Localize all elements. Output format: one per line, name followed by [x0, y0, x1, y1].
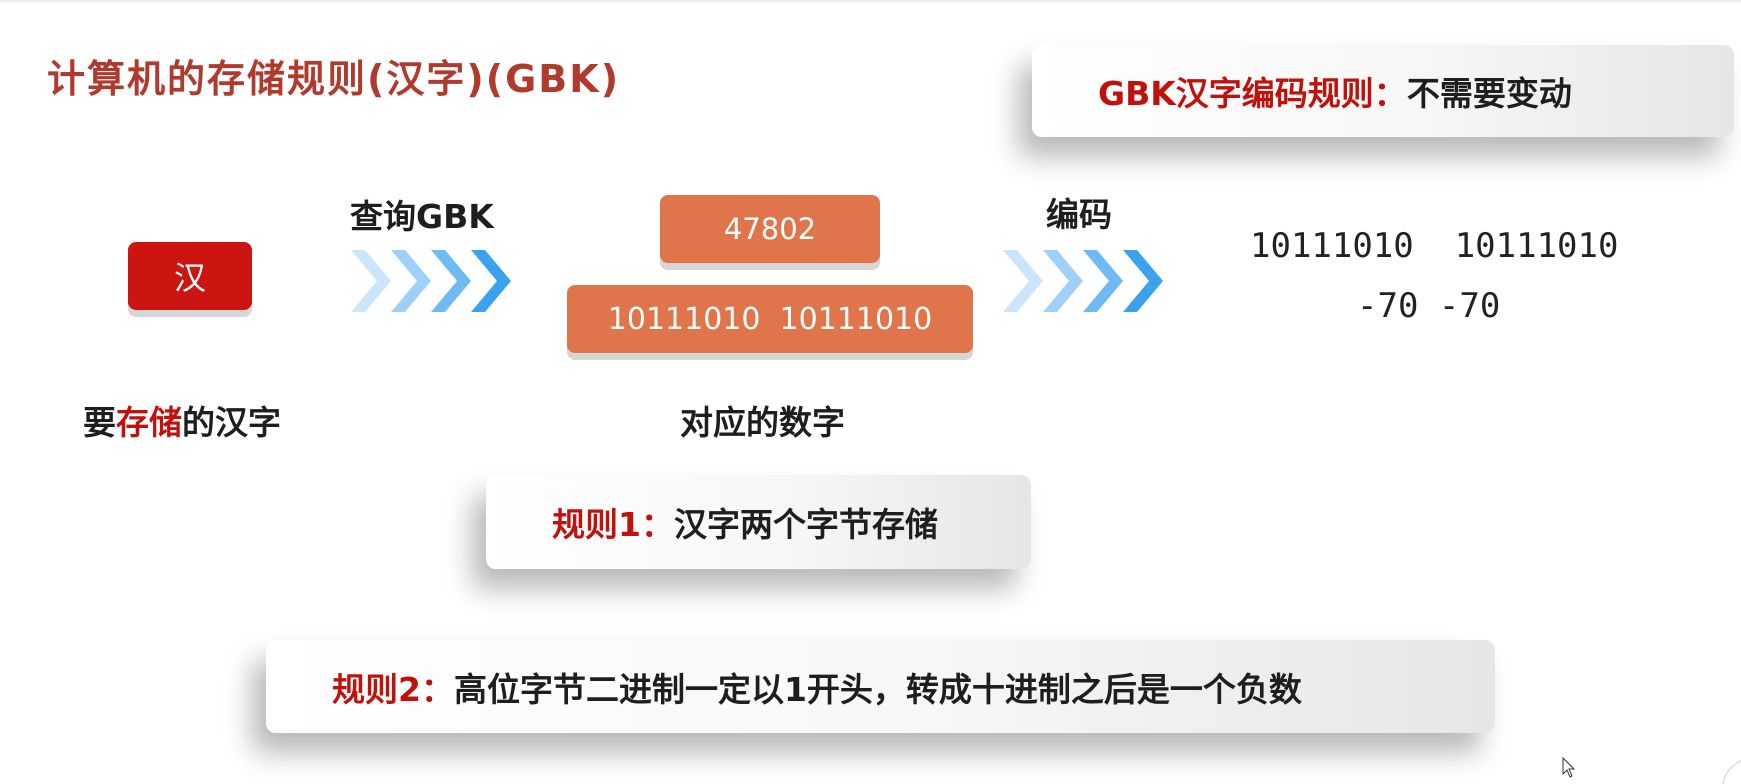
- chevrons-right-icon: [351, 250, 511, 312]
- binary-number-text: 10111010 10111010: [607, 301, 933, 337]
- rule1-key: 规则1：: [552, 505, 674, 544]
- store-suffix: 的汉字: [182, 403, 281, 442]
- top-shade: [0, 0, 1741, 4]
- store-character-label: 要存储的汉字: [83, 396, 281, 444]
- gbk-rule-card: GBK汉字编码规则： 不需要变动: [1032, 45, 1734, 137]
- character-box: 汉: [128, 242, 252, 310]
- result-binary: 10111010 10111010: [1250, 226, 1619, 266]
- slide-title: 计算机的存储规则(汉字)(GBK): [47, 57, 621, 101]
- chevrons-right-icon: [1003, 250, 1163, 312]
- store-prefix: 要: [83, 403, 116, 442]
- cursor-icon: [1562, 757, 1576, 778]
- gbk-rule-value: 不需要变动: [1406, 74, 1572, 113]
- rule2-key: 规则2：: [332, 669, 454, 709]
- rule2-value: 高位字节二进制一定以1开头，转成十进制之后是一个负数: [453, 669, 1302, 709]
- rule1-value: 汉字两个字节存储: [673, 505, 938, 544]
- decimal-number-box: 47802: [660, 195, 880, 263]
- rule1-card: 规则1： 汉字两个字节存储: [486, 475, 1031, 569]
- rule2-card: 规则2： 高位字节二进制一定以1开头，转成十进制之后是一个负数: [266, 640, 1495, 733]
- result-decimal: -70 -70: [1357, 286, 1501, 326]
- binary-number-box: 10111010 10111010: [567, 285, 973, 353]
- encode-label: 编码: [1046, 195, 1112, 234]
- store-highlight: 存储: [116, 403, 182, 442]
- query-gbk-label: 查询GBK: [350, 197, 494, 236]
- corner-decoration: [1722, 758, 1741, 784]
- corresponding-number-label: 对应的数字: [680, 403, 845, 442]
- gbk-rule-key: GBK汉字编码规则：: [1098, 74, 1407, 113]
